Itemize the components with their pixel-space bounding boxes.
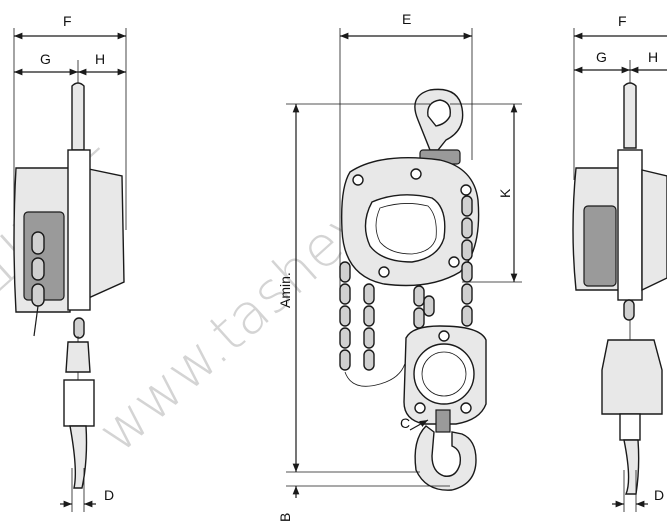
label-g-right: G xyxy=(596,49,607,65)
label-e: E xyxy=(402,11,411,27)
center-front-view: E xyxy=(277,11,522,522)
top-hook-side-right xyxy=(623,82,637,149)
brake-cover-right xyxy=(583,205,617,287)
label-f-right: F xyxy=(618,13,627,29)
sheave-front xyxy=(413,343,475,405)
bottom-block-side-left xyxy=(65,341,91,373)
load-chain xyxy=(413,195,473,329)
label-amin: Amin. xyxy=(277,272,293,308)
left-side-view: F G H D xyxy=(13,13,127,512)
frame-plate-right xyxy=(617,149,643,301)
bottom-hook-side-right xyxy=(623,439,640,495)
label-f-left: F xyxy=(63,13,72,29)
bottom-block-frame-left xyxy=(63,379,95,427)
bottom-hook-shank xyxy=(435,409,451,433)
label-k: K xyxy=(497,188,513,198)
brake-cover-left xyxy=(23,211,65,301)
label-c: C xyxy=(400,415,410,431)
bottom-block-side-right xyxy=(601,339,663,415)
frame-plate-left xyxy=(67,149,91,311)
label-h-right: H xyxy=(648,49,658,65)
housing-window-front xyxy=(364,194,446,263)
label-h-left: H xyxy=(95,51,105,67)
label-d-right: D xyxy=(654,487,664,503)
top-hook-side-left xyxy=(71,82,85,151)
hand-chain xyxy=(339,261,407,387)
label-b: B xyxy=(277,513,293,522)
label-g-left: G xyxy=(40,51,51,67)
watermark-text-2: www.tashev xyxy=(86,191,381,466)
bottom-hook-side-left xyxy=(69,425,88,489)
right-side-view: F G H D xyxy=(572,13,667,512)
bottom-hook-front xyxy=(414,425,477,491)
label-d-left: D xyxy=(104,487,114,503)
